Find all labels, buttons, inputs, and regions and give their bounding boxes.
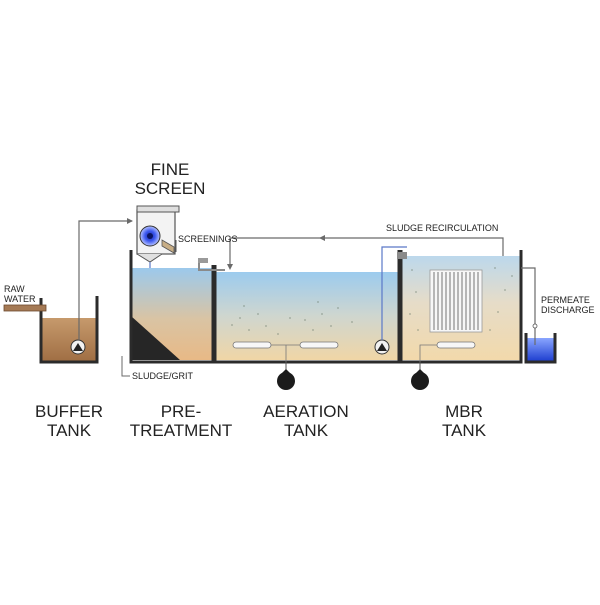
- membrane-module: [429, 269, 483, 333]
- permeate-walls: [524, 333, 557, 364]
- aeration-tank-label: AERATION TANK: [263, 402, 349, 441]
- mbr-diffuser: [436, 341, 476, 349]
- fine-screen-label: FINE SCREEN: [134, 160, 206, 199]
- aeration-bubbles: [231, 301, 353, 335]
- fine-screen-drum-core: [147, 233, 153, 239]
- aeration-walls: [213, 250, 401, 364]
- aeration-blower-top: [278, 369, 294, 377]
- permeate-liquid: [526, 338, 554, 361]
- recirculation-arrow-left-icon: [319, 235, 325, 241]
- aeration-diffuser-1: [232, 341, 272, 349]
- mbr-blower-top: [412, 369, 428, 377]
- weir-pipe: [198, 262, 225, 271]
- buffer-liquid: [41, 318, 96, 361]
- mbr-diffuser-line: [419, 344, 437, 362]
- mbr-walls: [399, 250, 523, 364]
- raw-water-pipe: [3, 304, 47, 312]
- fine-screen-hopper: [136, 253, 163, 263]
- mbr-particles: [409, 267, 513, 331]
- permeate-discharge-label: PERMEATE DISCHARGE: [541, 295, 595, 316]
- buffer-pump-arrow-icon: [73, 343, 83, 351]
- aeration-to-mbr-pipe: [381, 246, 407, 340]
- buffer-walls: [39, 296, 99, 364]
- buffer-tank: [3, 218, 133, 364]
- buffer-to-screen-pipe: [78, 220, 132, 340]
- screenings-chute: [161, 239, 175, 254]
- pre-treatment-label: PRE- TREATMENT: [129, 402, 233, 441]
- weir-valve-icon: [198, 258, 208, 263]
- aeration-pump-arrow-icon: [377, 343, 387, 351]
- sludge-grit-label: SLUDGE/GRIT: [132, 371, 194, 381]
- permeate-pipe: [521, 267, 536, 345]
- sludge-recirculation-label: SLUDGE RECIRCULATION: [386, 223, 499, 233]
- raw-water-label: RAW WATER: [4, 284, 36, 305]
- buffer-tank-label: BUFFER TANK: [35, 402, 103, 441]
- aeration-tank: [198, 246, 407, 390]
- sludge-grit-pipe: [121, 356, 130, 377]
- buffer-to-screen-arrow-icon: [127, 218, 133, 224]
- recirculation-arrow-down-icon: [227, 264, 233, 270]
- mbr-tank: [397, 250, 523, 390]
- permeate-valve-icon: [532, 323, 538, 329]
- pre-treatment-walls: [129, 250, 215, 364]
- pre-treatment-tank: [121, 250, 215, 377]
- sludge-recirculation-line: [227, 235, 504, 270]
- fine-screen-unit: [136, 205, 180, 287]
- mbr-inlet-valve-icon: [397, 252, 407, 259]
- grit-hopper: [131, 316, 180, 360]
- aeration-diffuser-2: [299, 341, 339, 349]
- fine-screen-lid: [136, 205, 180, 213]
- screenings-label: SCREENINGS: [178, 234, 238, 244]
- permeate-tank: [521, 267, 557, 364]
- mbr-tank-label: MBR TANK: [441, 402, 487, 441]
